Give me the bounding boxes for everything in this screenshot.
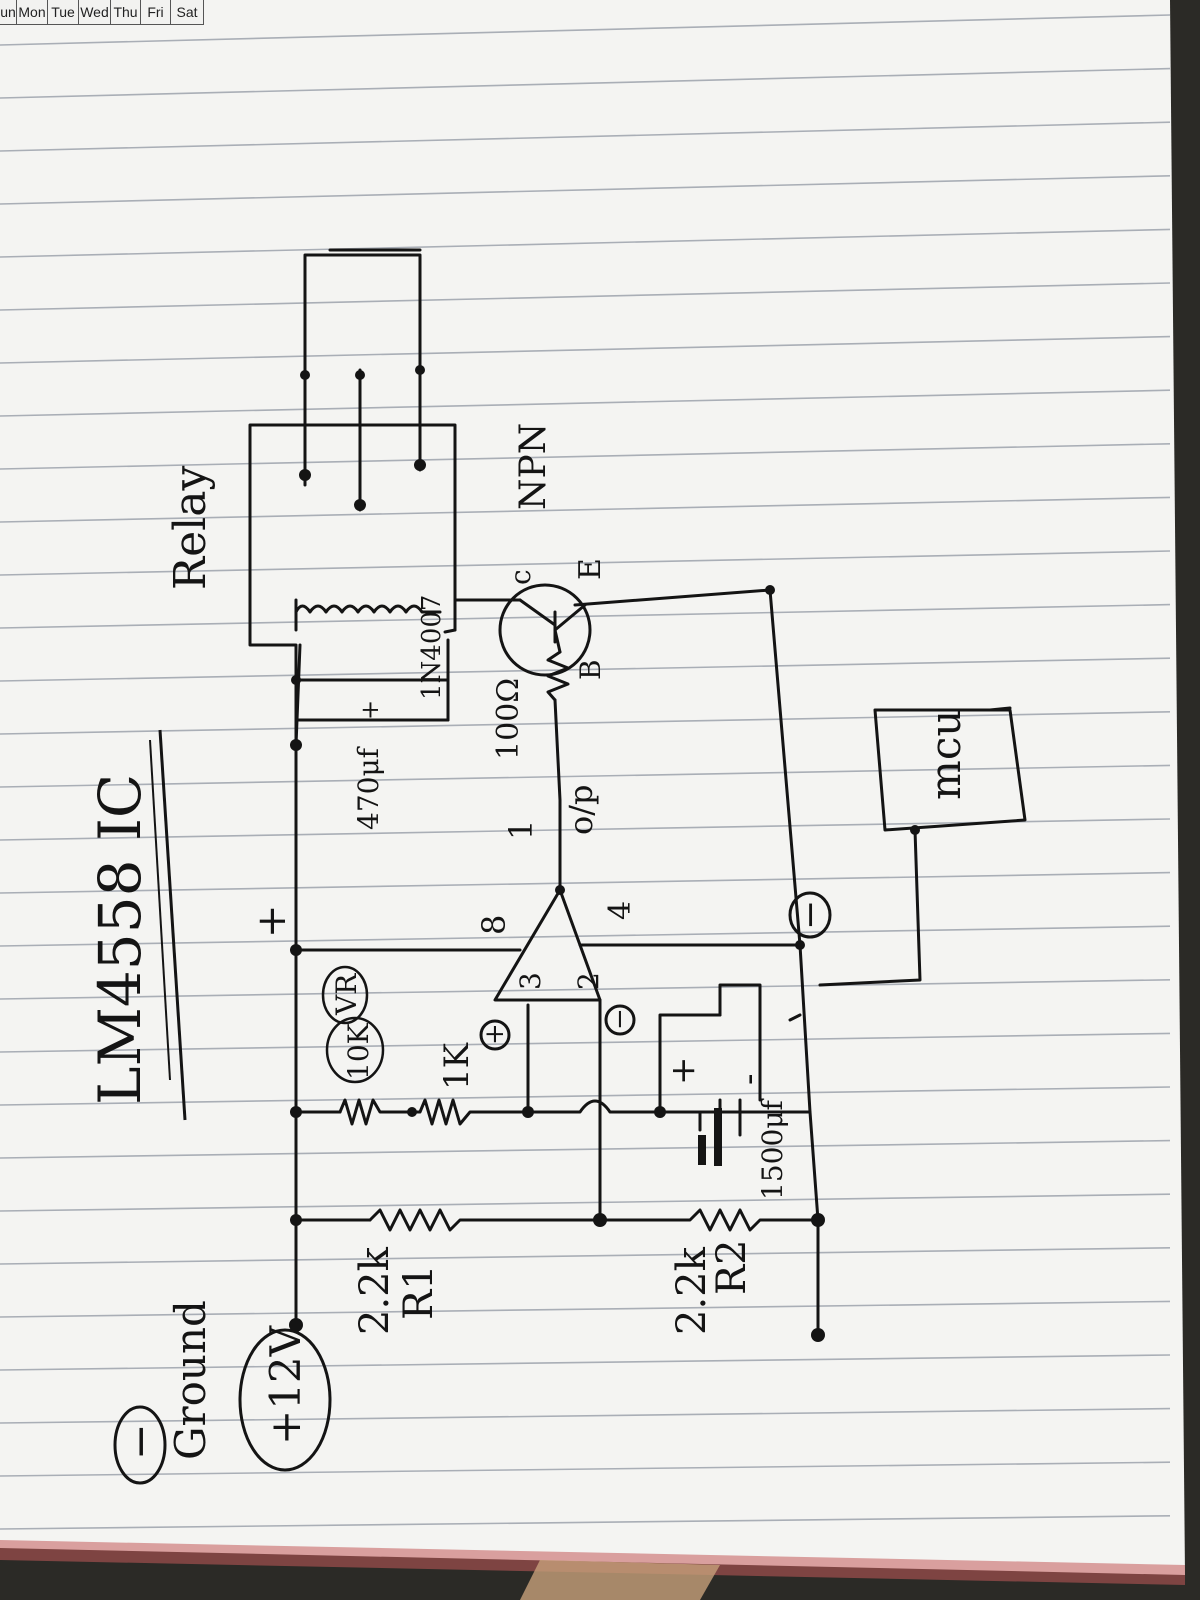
ruled-line bbox=[0, 550, 1171, 576]
ruled-line bbox=[0, 979, 1171, 1000]
ground-symbol-label: − bbox=[115, 1423, 166, 1460]
ruled-line bbox=[0, 1515, 1171, 1530]
opamp-pin4: 4 bbox=[603, 901, 638, 920]
diagram-title: LM4558 IC bbox=[86, 774, 154, 1105]
circuit-wires bbox=[248, 248, 1027, 1337]
cap-470-label: 470μf bbox=[352, 745, 385, 830]
ruled-line bbox=[0, 1300, 1171, 1318]
ruled-line bbox=[0, 925, 1171, 947]
r1-value: 2.2k bbox=[352, 1246, 398, 1335]
ruled-lines bbox=[0, 14, 1171, 1530]
ground-circle bbox=[113, 1405, 167, 1485]
opamp-in-minus: − bbox=[605, 1008, 635, 1030]
vr-value-label: 10K bbox=[342, 1022, 375, 1080]
day-sat: Sat bbox=[171, 0, 204, 25]
ruled-line bbox=[0, 871, 1171, 894]
ruled-line bbox=[0, 657, 1171, 682]
cap-1500-label: 1500μf bbox=[756, 1098, 789, 1200]
r-100-label: 100Ω bbox=[491, 678, 526, 760]
supply-circle bbox=[238, 1328, 332, 1472]
day-sun: un bbox=[0, 0, 17, 25]
cap-1500-minus: - bbox=[729, 1074, 769, 1086]
emitter-label: E bbox=[573, 558, 608, 580]
ruled-line bbox=[0, 121, 1171, 152]
ruled-line bbox=[0, 764, 1171, 788]
supply-label: +12V bbox=[261, 1325, 310, 1445]
vr-name-label: VR bbox=[330, 973, 363, 1016]
cap-470-plus: + bbox=[356, 700, 384, 720]
ruled-line bbox=[0, 67, 1171, 99]
ruled-line bbox=[0, 335, 1171, 364]
ruled-line bbox=[0, 175, 1171, 205]
ruled-line bbox=[0, 1193, 1171, 1212]
r1-name: R1 bbox=[396, 1264, 442, 1320]
ruled-line bbox=[0, 14, 1171, 46]
r2-name: R2 bbox=[709, 1239, 755, 1295]
ruled-line bbox=[0, 228, 1171, 258]
ruled-line bbox=[0, 1461, 1171, 1477]
opamp-pin8: 8 bbox=[475, 915, 513, 935]
opamp-in-plus: + bbox=[480, 1023, 510, 1045]
diode-label: 1N4007 bbox=[417, 595, 447, 700]
ruled-line bbox=[0, 389, 1171, 417]
ruled-line bbox=[0, 1032, 1171, 1053]
ground-label: Ground bbox=[166, 1300, 215, 1460]
plus-rail-mark: + bbox=[249, 904, 295, 938]
opamp-pin2: 2 bbox=[572, 972, 605, 990]
minus-rail-mark: − bbox=[790, 900, 831, 930]
relay-label: Relay bbox=[165, 466, 216, 590]
title-underline bbox=[158, 729, 187, 1121]
ruled-line bbox=[0, 282, 1171, 311]
ruled-line bbox=[0, 443, 1171, 470]
ruled-line bbox=[0, 711, 1171, 735]
transistor-symbol bbox=[498, 583, 592, 677]
r2-value: 2.2k bbox=[669, 1246, 715, 1335]
ruled-line bbox=[0, 1247, 1171, 1265]
opamp-pin3: 3 bbox=[514, 972, 547, 990]
collector-label: c bbox=[504, 569, 537, 585]
ruled-line bbox=[0, 1407, 1171, 1424]
cap-1500-plus: + bbox=[663, 1057, 703, 1086]
day-fri: Fri bbox=[141, 0, 171, 25]
r-1k-label: 1K bbox=[437, 1042, 477, 1090]
output-label: o/p bbox=[562, 784, 600, 835]
ruled-line bbox=[0, 1139, 1171, 1159]
ruled-line bbox=[0, 496, 1171, 523]
transistor-type-label: NPN bbox=[513, 423, 554, 510]
day-tue: Tue bbox=[48, 0, 79, 25]
ruled-line bbox=[0, 1086, 1171, 1106]
mcu-label: mcu bbox=[921, 710, 970, 800]
circuit-nodes bbox=[289, 365, 920, 1342]
ruled-line bbox=[0, 603, 1171, 629]
capacitor-1500-symbol bbox=[698, 1108, 722, 1166]
day-wed: Wed bbox=[79, 0, 111, 25]
day-mon: Mon bbox=[17, 0, 48, 25]
opamp-pin1: 1 bbox=[502, 820, 540, 840]
base-label: B bbox=[574, 659, 607, 680]
ruled-line bbox=[0, 1354, 1171, 1371]
day-thu: Thu bbox=[111, 0, 141, 25]
